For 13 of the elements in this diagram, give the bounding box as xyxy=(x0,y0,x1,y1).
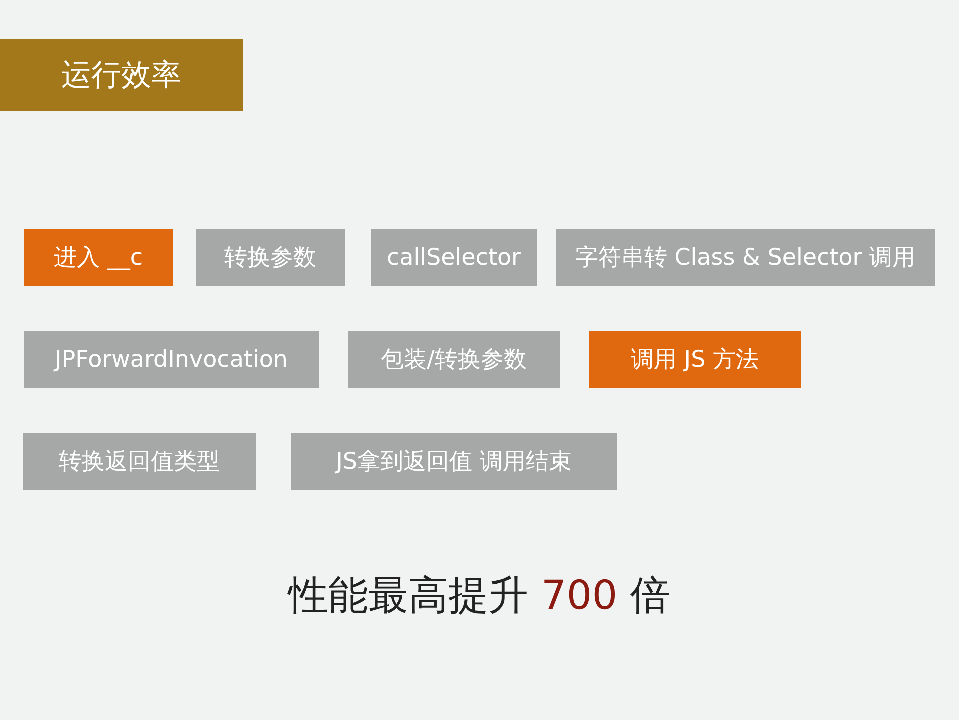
step-box: callSelector xyxy=(371,229,537,286)
step-box: 包装/转换参数 xyxy=(348,331,560,388)
headline-text: 性能最高提升 xyxy=(288,573,529,619)
title-banner: 运行效率 xyxy=(0,39,243,111)
highlight-number: 700 xyxy=(541,573,618,619)
step-box: 字符串转 Class & Selector 调用 xyxy=(556,229,935,286)
highlighted-step-box: 进入 __c xyxy=(24,229,173,286)
highlighted-step-box: 调用 JS 方法 xyxy=(589,331,801,388)
step-box: 转换参数 xyxy=(196,229,345,286)
step-box: 转换返回值类型 xyxy=(23,433,256,490)
headline-text: 倍 xyxy=(630,573,670,619)
step-box: JS拿到返回值 调用结束 xyxy=(291,433,617,490)
step-box: JPForwardInvocation xyxy=(24,331,319,388)
